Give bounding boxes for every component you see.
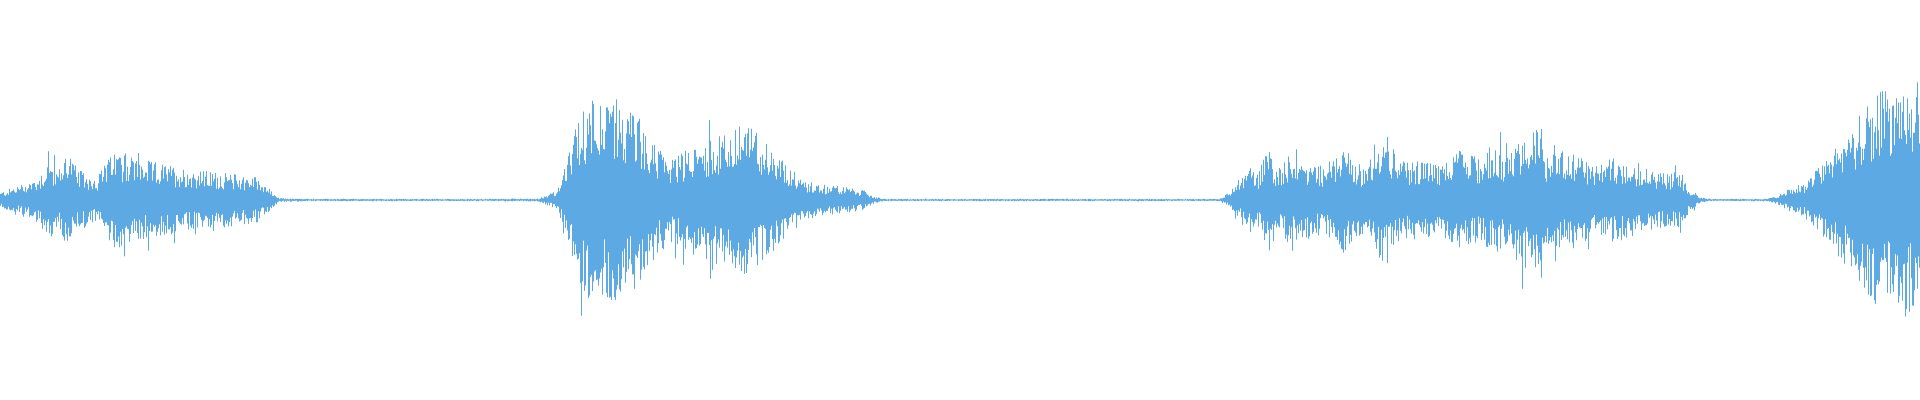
waveform-path [0,82,1920,317]
waveform-bars [0,82,1920,317]
